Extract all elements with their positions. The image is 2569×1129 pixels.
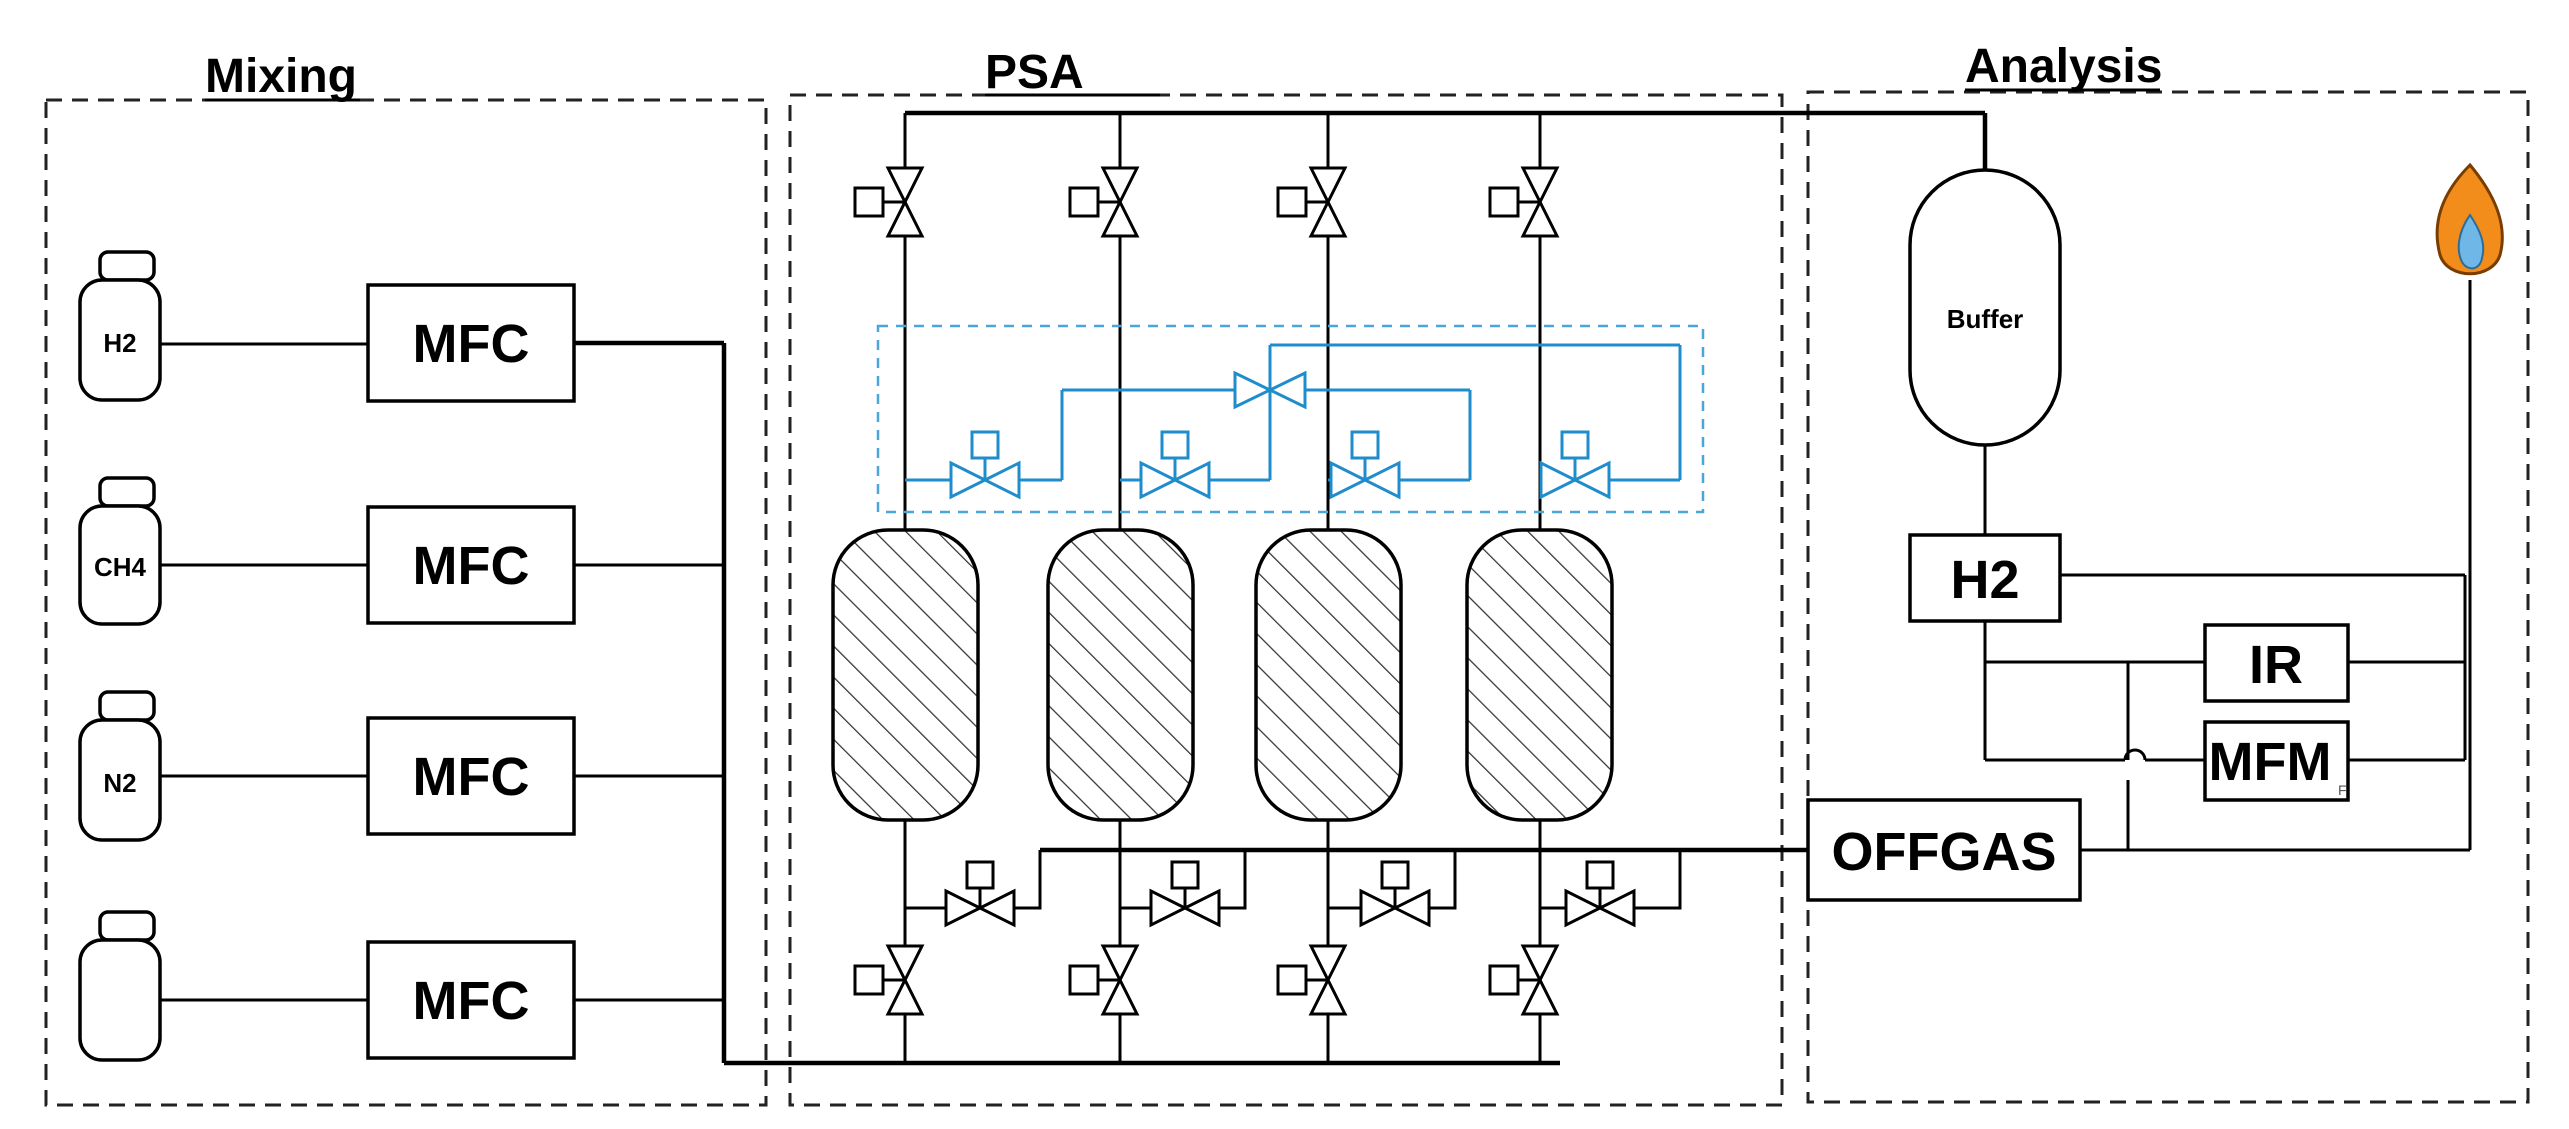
actuated-valve-icon (1564, 860, 1636, 927)
gas-cylinder-icon (78, 910, 162, 1062)
mfc-label: MFC (413, 971, 530, 1031)
gas-supply-group: H2 CH4 N2 MFC MFC (78, 250, 1560, 1066)
psa-frame (788, 93, 1784, 1107)
adsorber-bed-icon (1465, 528, 1614, 822)
mfm-subscript: F (2338, 782, 2347, 798)
analysis-title: Analysis (1965, 40, 2162, 93)
mfc-label: MFC (413, 536, 530, 596)
mfm-label: MFM (2209, 732, 2332, 792)
psa-title: PSA (985, 46, 1084, 99)
actuated-valve-icon (1276, 944, 1347, 1016)
mixing-frame (44, 98, 768, 1107)
actuated-valve-icon (1233, 370, 1307, 410)
actuated-valve-icon (1359, 860, 1431, 927)
offgas-box: OFFGAS (1806, 798, 2082, 902)
offgas-branches (905, 850, 1682, 927)
h2-analyzer-label: H2 (1950, 550, 2019, 610)
actuated-valve-icon (853, 166, 924, 238)
adsorber-bed-icon (1046, 528, 1195, 822)
mfc-ch4: MFC (366, 505, 576, 625)
actuated-valve-icon (944, 860, 1016, 927)
gas-cylinder-icon: CH4 (78, 476, 162, 626)
actuated-valve-icon (1068, 166, 1139, 238)
actuated-valve-icon (1068, 944, 1139, 1016)
buffer-label: Buffer (1947, 304, 2024, 334)
actuated-valve-icon (1139, 430, 1211, 499)
h2-analyzer: H2 (1908, 533, 2062, 623)
actuated-valve-icon (1488, 166, 1559, 238)
mfm-meter: MFM F (2203, 720, 2350, 802)
equalization-network (905, 343, 1682, 499)
cylinder-label-n2: N2 (103, 768, 136, 798)
actuated-valve-icon (1329, 430, 1401, 499)
mfc-gas4: MFC (366, 940, 576, 1060)
equalization-network-frame (876, 324, 1705, 514)
actuated-valve-icon (1539, 430, 1611, 499)
actuated-valve-icon (1276, 166, 1347, 238)
flame-icon (2435, 162, 2504, 276)
actuated-valve-icon (853, 944, 924, 1016)
actuated-valve-icon (1488, 944, 1559, 1016)
cylinder-label-h2: H2 (103, 328, 136, 358)
ir-analyzer: IR (2203, 623, 2350, 703)
ir-analyzer-label: IR (2249, 635, 2303, 695)
gas-cylinder-icon: H2 (78, 250, 162, 402)
actuated-valve-icon (1149, 860, 1221, 927)
mfc-h2: MFC (366, 283, 576, 403)
adsorber-bed-icon (1254, 528, 1403, 822)
analysis-frame (1806, 90, 2530, 1104)
mfc-n2: MFC (366, 716, 576, 836)
analysis-unit: Buffer H2 IR MFM F OFFGAS (1806, 113, 2504, 902)
mfc-label: MFC (413, 747, 530, 807)
buffer-tank: Buffer (1908, 168, 2062, 447)
mfc-label: MFC (413, 314, 530, 374)
actuated-valve-icon (949, 430, 1021, 499)
mixing-title: Mixing (205, 50, 357, 103)
cylinder-label-ch4: CH4 (94, 552, 147, 582)
offgas-label: OFFGAS (1832, 822, 2057, 882)
psa-unit (831, 110, 1985, 1063)
gas-cylinder-icon: N2 (78, 690, 162, 842)
adsorber-bed-icon (831, 528, 980, 822)
